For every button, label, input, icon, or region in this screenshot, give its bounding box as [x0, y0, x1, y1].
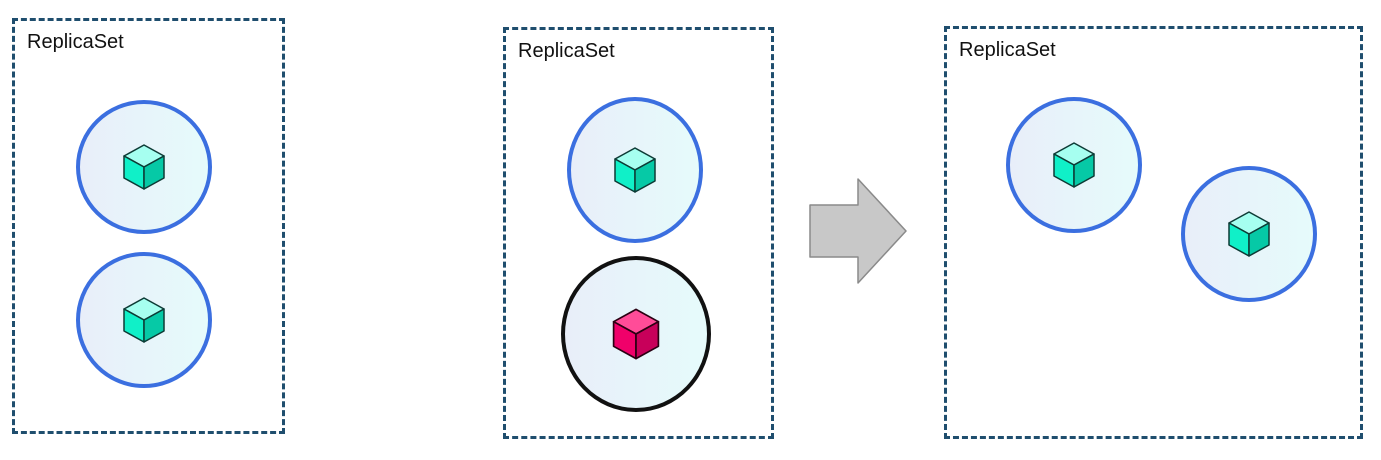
replicaset-after: ReplicaSet	[944, 26, 1363, 439]
pod-failed	[561, 256, 711, 412]
cube-icon	[612, 308, 660, 360]
replicaset-label: ReplicaSet	[959, 39, 1056, 61]
right-arrow-icon	[809, 178, 907, 284]
replicaset-label: ReplicaSet	[518, 40, 615, 62]
cube-icon	[123, 297, 165, 343]
pod-healthy	[76, 252, 212, 388]
cube-icon	[614, 147, 656, 193]
replicaset-during: ReplicaSet	[503, 27, 774, 439]
cube-icon	[1053, 142, 1095, 188]
replicaset-label: ReplicaSet	[27, 31, 124, 53]
pod-healthy	[76, 100, 212, 234]
pod-healthy	[567, 97, 703, 243]
pod-healthy	[1006, 97, 1142, 233]
cube-icon	[1228, 211, 1270, 257]
cube-icon	[123, 144, 165, 190]
pod-healthy	[1181, 166, 1317, 302]
replicaset-before: ReplicaSet	[12, 18, 285, 434]
